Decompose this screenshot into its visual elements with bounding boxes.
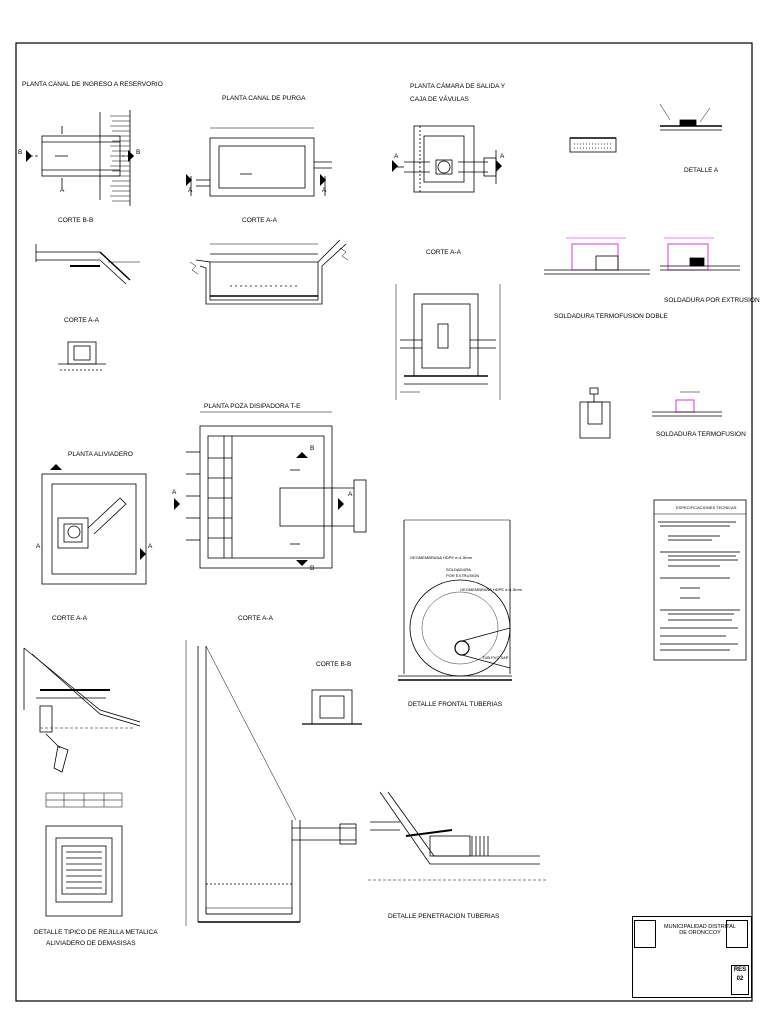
section-mark-a-aliviadero-right: A (148, 543, 153, 550)
planta-canal-ingreso-drawing (30, 110, 134, 206)
soldadura-termofusion-doble-drawing (544, 237, 650, 275)
section-mark-b-right: B (136, 149, 141, 156)
title-soldadura-termofusion-doble: SOLDADURA TERMOFUSION DOBLE (554, 313, 668, 320)
section-mark-a-ingreso: A (60, 187, 65, 194)
detalle-geomembrana-piso-drawing (569, 137, 617, 153)
title-soldadura-extrusion: SOLDADURA POR EXTRUSION (664, 297, 760, 304)
specs-title: ESPECIFICACIONES TECNICAS (676, 505, 737, 510)
planta-camara-salida-drawing (396, 125, 497, 193)
title-detalle-a: DETALLE A (684, 167, 719, 174)
label-soldadura: SOLDADURA (446, 567, 471, 572)
title-planta-canal-ingreso: PLANTA CANAL DE INGRESO A RESERVORIO (22, 81, 163, 88)
title-corte-aa-camara: CORTE A-A (426, 249, 461, 256)
title-detalle-rejilla-1: DETALLE TIPICO DE REJILLA METALICA (34, 929, 158, 936)
sheet-number: 02 (736, 976, 744, 982)
title-planta-camara-salida: PLANTA CÁMARA DE SALIDA Y (410, 83, 506, 90)
corte-aa-aliviadero-drawing (23, 647, 141, 773)
corte-bb-poza-drawing (302, 689, 362, 725)
sheet-code: RES (733, 967, 747, 973)
title-corte-bb-ingreso: CORTE B-B (58, 217, 94, 224)
title-planta-canal-purga: PLANTA CANAL DE PURGA (222, 95, 306, 102)
title-planta-aliviadero: PLANTA ALIVIADERO (68, 451, 133, 458)
title-block (632, 916, 752, 998)
section-mark-a-purga-right: A (322, 187, 327, 194)
section-mark-a-aliviadero-left: A (36, 543, 41, 550)
detalle-anclaje-drawing (579, 387, 611, 439)
section-mark-b-left: B (18, 149, 23, 156)
planta-aliviadero-drawing (41, 473, 147, 585)
section-mark-a-poza-left: A (172, 489, 177, 496)
label-tubo-pvc: TUB.PVC SAP (482, 655, 509, 660)
planta-poza-disipadora-drawing (186, 411, 367, 569)
section-mark-a-camara-right: A (500, 153, 505, 160)
detalle-rejilla-drawing (45, 825, 123, 917)
especificaciones-box (653, 499, 747, 661)
detalle-frontal-tuberias-drawing (398, 519, 512, 681)
soldadura-extrusion-drawing (660, 237, 740, 271)
title-detalle-frontal: DETALLE FRONTAL TUBERIAS (408, 701, 503, 708)
title-soldadura-termofusion: SOLDADURA TERMOFUSION (656, 431, 746, 438)
corte-aa-poza-drawing (185, 640, 357, 926)
detalle-penetracion-tuberias-drawing (368, 791, 548, 881)
title-planta-camara-salida-2: CAJA DE VÁVULAS (410, 96, 469, 103)
section-mark-a-camara-left: A (394, 153, 399, 160)
title-planta-poza: PLANTA POZA DISIPADORA T-E (204, 403, 301, 410)
label-geomembrana-2: GEOMEMBRANA HDPE e=1.5mm (460, 587, 522, 592)
section-mark-a-purga-left: A (188, 187, 193, 194)
tabla-aliviadero (45, 792, 123, 808)
corte-bb-ingreso-drawing (35, 244, 140, 285)
label-geomembrana-1: GEOMEMBRANA HDPE e=1.5mm (410, 555, 472, 560)
title-corte-aa-aliviadero: CORTE A-A (52, 615, 87, 622)
title-block-sheet: RES 02 (731, 965, 749, 995)
section-mark-b-poza-bottom: B (310, 565, 315, 572)
title-block-client: MUNICIPALIDAD DISTRITAL DE ORONCCOY (664, 924, 736, 937)
soldadura-termofusion-drawing (652, 391, 722, 417)
section-mark-a-poza-right: A (348, 491, 353, 498)
logo-right (726, 920, 748, 948)
label-soldadura-extrusion: POR EXTRUSION (446, 573, 480, 578)
corte-aa-camara-drawing (395, 284, 501, 400)
title-detalle-penetracion: DETALLE PENETRACION TUBERIAS (388, 913, 500, 920)
planta-canal-purga-drawing (190, 127, 332, 197)
logo-left (634, 920, 656, 948)
corte-aa-ingreso-drawing (58, 341, 106, 371)
title-detalle-rejilla-2: ALIVIADERO DE DEMASISAS (46, 940, 136, 947)
title-corte-aa-ingreso: CORTE A-A (64, 317, 99, 324)
title-corte-aa-purga: CORTE A-A (242, 217, 277, 224)
title-corte-aa-poza: CORTE A-A (238, 615, 273, 622)
title-corte-bb-poza: CORTE B-B (316, 661, 352, 668)
corte-aa-purga-drawing (189, 239, 349, 305)
detalle-a-drawing (659, 103, 722, 131)
section-arrows (26, 150, 502, 566)
section-mark-b-poza-top: B (310, 445, 315, 452)
